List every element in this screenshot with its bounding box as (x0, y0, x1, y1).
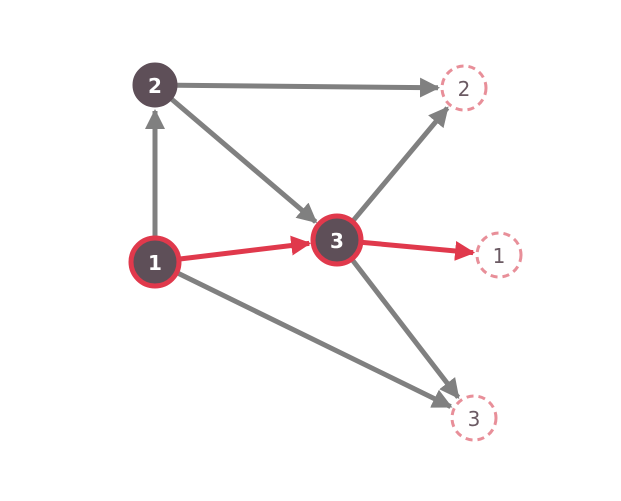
edge-n3-to-g3 (349, 257, 461, 399)
node-label: 1 (493, 244, 506, 268)
node-n3: 3 (310, 213, 364, 267)
node-circle (132, 62, 178, 108)
edge-n3-to-g2 (350, 106, 450, 224)
node-label: 2 (458, 77, 471, 101)
node-n2: 2 (132, 62, 178, 108)
edge-n1-to-g3 (175, 270, 453, 409)
ghost-node-g2: 2 (440, 64, 488, 112)
ghost-node-g3: 3 (450, 394, 498, 442)
node-circle (128, 235, 182, 289)
edges-layer (145, 77, 476, 409)
edge-n2-to-n3 (170, 97, 318, 224)
node-circle (450, 394, 498, 442)
edge-n3-to-g1-highlighted (360, 239, 476, 261)
node-circle (475, 231, 523, 279)
ghost-node-g1: 1 (475, 231, 523, 279)
node-circle (440, 64, 488, 112)
node-n1: 1 (128, 235, 182, 289)
edge-n2-to-g2 (176, 77, 441, 98)
node-label: 2 (148, 74, 162, 98)
node-label: 3 (468, 407, 481, 431)
node-circle (310, 213, 364, 267)
node-label: 3 (330, 229, 344, 253)
edge-n1-to-n3-highlighted (178, 235, 312, 262)
nodes-layer: 2 1 3 2 1 3 (128, 62, 523, 442)
node-label: 1 (148, 251, 162, 275)
